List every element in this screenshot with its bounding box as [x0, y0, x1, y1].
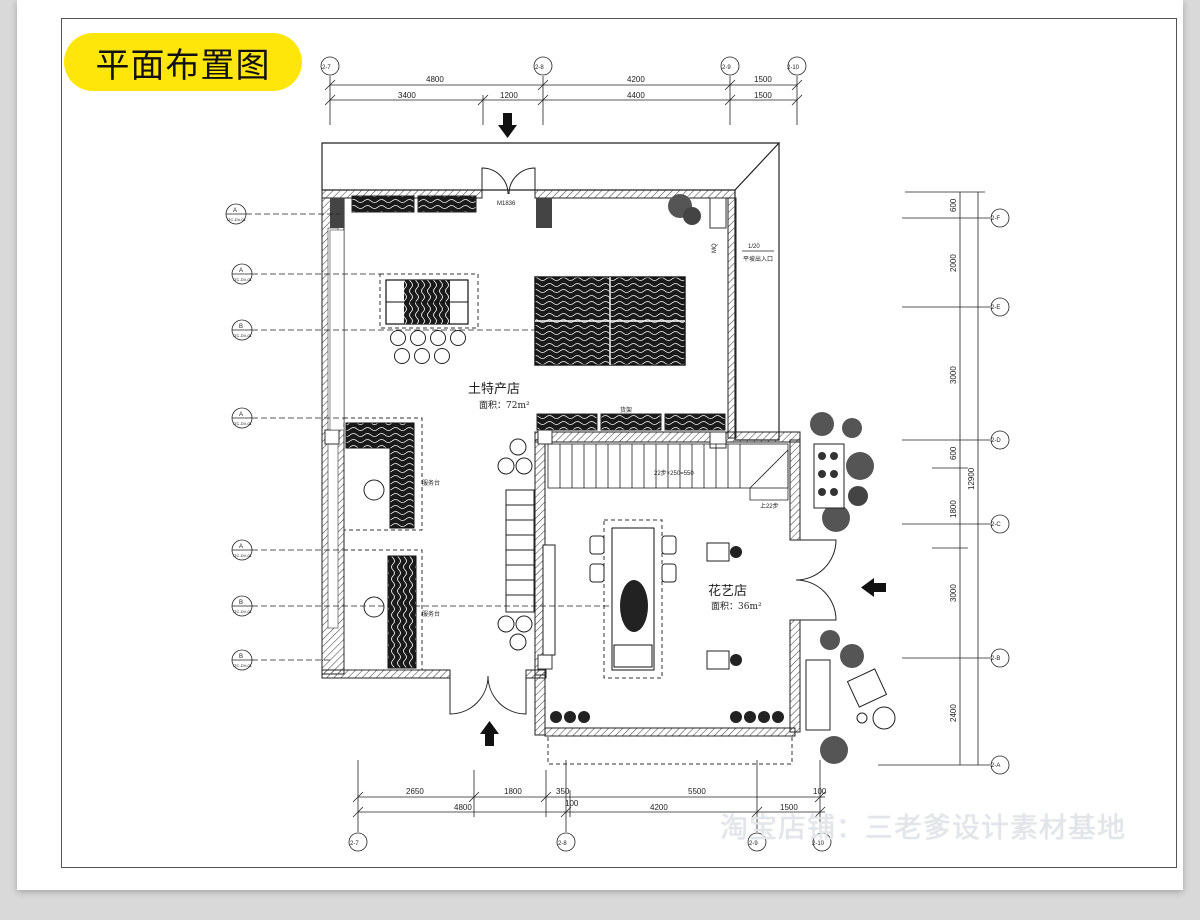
dim-text: 3400 — [398, 91, 416, 100]
flower-table — [589, 519, 742, 679]
door-label: M1836 — [497, 201, 516, 207]
staircase — [547, 443, 789, 501]
section-letter: A — [239, 412, 243, 418]
axis-label: 2-7 — [322, 65, 331, 71]
entrance-arrows — [480, 113, 886, 746]
bottom-dimension-labels: 2650 1800 350 5500 100 4800 100 4200 150… — [350, 787, 827, 847]
dim-text: 1500 — [754, 91, 772, 100]
dim-text: 3000 — [949, 584, 958, 602]
section-letter: B — [239, 654, 243, 660]
section-letter: A — [239, 544, 243, 550]
axis-label: 2-B — [991, 656, 1000, 662]
dim-total: 12900 — [967, 467, 976, 490]
dim-text: 2000 — [949, 254, 958, 272]
section-code: ITC-DV-01 — [227, 217, 247, 222]
dim-text: 3000 — [949, 366, 958, 384]
section-letter: A — [239, 268, 243, 274]
top-dimensions — [320, 56, 807, 125]
axis-label: 2-8 — [535, 65, 544, 71]
dim-text: 100 — [565, 799, 579, 808]
section-code: ITC-DV-01 — [233, 609, 253, 614]
dim-text: 1500 — [780, 803, 798, 812]
counter-label: 服务台 — [422, 610, 440, 618]
stair-up-label: 上22步 — [760, 502, 779, 510]
shelves — [329, 195, 726, 431]
dim-text: 1800 — [949, 500, 958, 518]
slope-label: 平坡出入口 — [743, 255, 773, 263]
stair-label: 22步×250=550 — [654, 469, 694, 477]
page-title: 平面布置图 — [64, 33, 302, 91]
section-marker-labels: A ITC-DV-01 A ITC-DV-01 B ITC-DV-01 A IT… — [227, 208, 253, 668]
dim-text: 4200 — [627, 75, 645, 84]
dim-text: 4800 — [426, 75, 444, 84]
counter-label: 服务台 — [422, 479, 440, 487]
dim-text: 100 — [813, 787, 827, 796]
dim-text: 1500 — [754, 75, 772, 84]
section-letter: A — [233, 208, 237, 214]
section-letter: B — [239, 324, 243, 330]
dim-text: 600 — [949, 446, 958, 460]
room-area-local-products: 面积：72m² — [479, 399, 530, 411]
section-code: ITC-DV-01 — [233, 663, 253, 668]
axis-label: 2-10 — [787, 65, 800, 71]
axis-label: 2-10 — [812, 841, 825, 847]
mq-label: MQ — [712, 243, 718, 253]
section-letter: B — [239, 600, 243, 606]
doors — [449, 167, 837, 715]
section-code: ITC-DV-01 — [233, 421, 253, 426]
room-area-flower-shop: 面积：36m² — [711, 600, 762, 612]
dim-text: 1200 — [500, 91, 518, 100]
axis-label: 2-D — [991, 438, 1001, 444]
axis-label: 2-7 — [350, 841, 359, 847]
service-counters — [343, 417, 423, 671]
right-dimension-labels: 600 2000 3000 600 1800 3000 2400 12900 2… — [949, 198, 1001, 769]
display-table — [379, 273, 479, 364]
axis-label: 2-E — [991, 305, 1000, 311]
drawing-sheet — [17, 0, 1183, 890]
axis-label: 2-9 — [749, 841, 758, 847]
flower-pots — [550, 711, 784, 723]
bottom-dimensions — [348, 760, 832, 852]
top-dimension-labels: 4800 4200 1500 3400 1200 4400 1500 2-7 2… — [322, 65, 800, 100]
dim-text: 600 — [949, 198, 958, 212]
axis-label: 2-C — [991, 522, 1001, 528]
side-racks — [497, 438, 556, 656]
section-markers — [225, 203, 610, 671]
shelf-label: 货架 — [620, 406, 632, 414]
dim-text: 2400 — [949, 704, 958, 722]
right-dimensions — [878, 191, 1010, 775]
section-code: ITC-DV-01 — [233, 333, 253, 338]
section-code: ITC-DV-01 — [233, 277, 253, 282]
axis-label: 2-A — [991, 763, 1000, 769]
drawing-frame — [61, 18, 1177, 868]
room-name-local-products: 土特产店 — [468, 382, 520, 397]
section-code: ITC-DV-01 — [233, 553, 253, 558]
dim-text: 2650 — [406, 787, 424, 796]
dim-text: 1800 — [504, 787, 522, 796]
dim-text: 4400 — [627, 91, 645, 100]
plants — [668, 194, 896, 764]
watermark: 淘宝店铺：三老爹设计素材基地 — [720, 811, 1127, 844]
slope-ratio: 1/20 — [748, 244, 760, 250]
axis-label: 2-9 — [722, 65, 731, 71]
dim-text: 350 — [556, 787, 570, 796]
dim-text: 5500 — [688, 787, 706, 796]
axis-label: 2-F — [991, 216, 1000, 222]
dim-text: 4800 — [454, 803, 472, 812]
axis-label: 2-8 — [558, 841, 567, 847]
room-name-flower-shop: 花艺店 — [708, 583, 747, 599]
dim-text: 4200 — [650, 803, 668, 812]
